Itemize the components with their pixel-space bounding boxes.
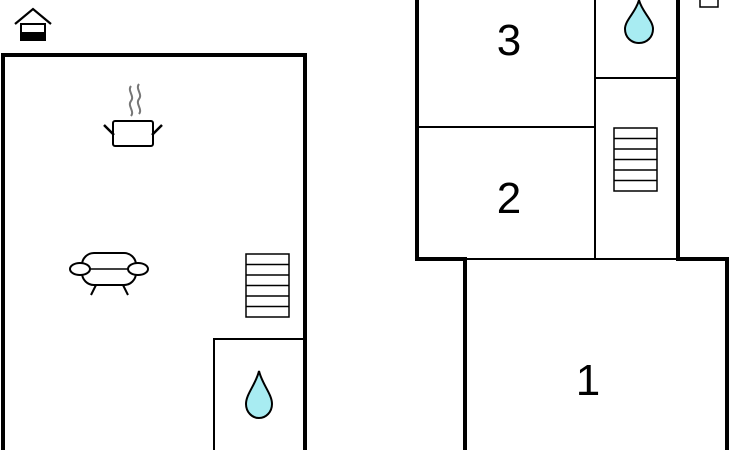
cooking-pot-icon <box>103 83 163 147</box>
water-drop-icon <box>244 370 274 420</box>
window-marker <box>699 0 719 8</box>
sofa-icon <box>69 252 149 296</box>
left-floor-outer-walls <box>1 53 307 450</box>
right-floor-outer-walls-east <box>676 0 729 450</box>
room-label-2: 2 <box>497 174 521 223</box>
bathroom-wall <box>213 338 305 450</box>
right-floor-outer-walls <box>415 0 467 450</box>
left-floor <box>1 53 307 450</box>
staircase-icon <box>245 253 290 318</box>
entrance-icon <box>14 7 52 41</box>
right-floor: 3 2 1 <box>415 0 729 450</box>
water-drop-icon <box>623 0 655 45</box>
staircase-icon <box>613 127 658 192</box>
room-label-1: 1 <box>576 356 600 405</box>
room-label-3: 3 <box>497 16 521 65</box>
